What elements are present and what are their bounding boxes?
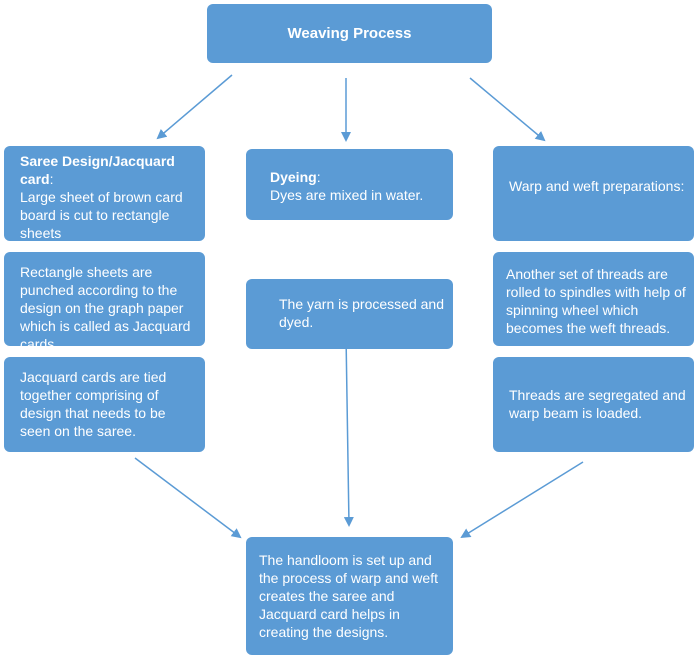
handloom-text: The handloom is set up and the process o… (259, 552, 438, 640)
saree-design-text: Large sheet of brown card board is cut t… (20, 189, 183, 241)
arrow-title-to-left (156, 74, 233, 140)
weft-threads-box: Another set of threads are rolled to spi… (493, 252, 694, 346)
saree-design-box: Saree Design/Jacquard card: Large sheet … (4, 146, 205, 241)
punch-sheets-box: Rectangle sheets are punched according t… (4, 252, 205, 352)
warp-beam-text: Threads are segregated and warp beam is … (509, 387, 686, 421)
arrow-title-to-right (469, 77, 546, 142)
punch-sheets-text: Rectangle sheets are punched according t… (20, 264, 191, 352)
yarn-processed-box: The yarn is processed and dyed. (246, 279, 453, 349)
dyeing-text: Dyes are mixed in water. (270, 187, 424, 203)
saree-design-heading: Saree Design/Jacquard card (20, 153, 175, 187)
jacquard-tied-text: Jacquard cards are tied together compris… (20, 369, 167, 439)
warp-weft-box: Warp and weft preparations: (493, 146, 694, 241)
yarn-processed-text: The yarn is processed and dyed. (279, 296, 444, 330)
title-box: Weaving Process (207, 4, 492, 63)
handloom-box: The handloom is set up and the process o… (246, 537, 453, 655)
warp-weft-text: Warp and weft preparations: (509, 178, 685, 194)
jacquard-tied-box: Jacquard cards are tied together compris… (4, 357, 205, 452)
dyeing-colon: : (316, 169, 321, 185)
arrow-left-to-bottom (134, 457, 242, 539)
arrow-middle-to-bottom (343, 334, 354, 527)
arrow-right-to-bottom (460, 461, 584, 539)
warp-beam-box: Threads are segregated and warp beam is … (493, 357, 694, 452)
title-text: Weaving Process (287, 24, 412, 42)
saree-design-colon: : (49, 171, 54, 187)
dyeing-heading: Dyeing (270, 169, 317, 185)
weft-threads-text: Another set of threads are rolled to spi… (506, 266, 686, 336)
dyeing-box: Dyeing: Dyes are mixed in water. (246, 149, 453, 220)
